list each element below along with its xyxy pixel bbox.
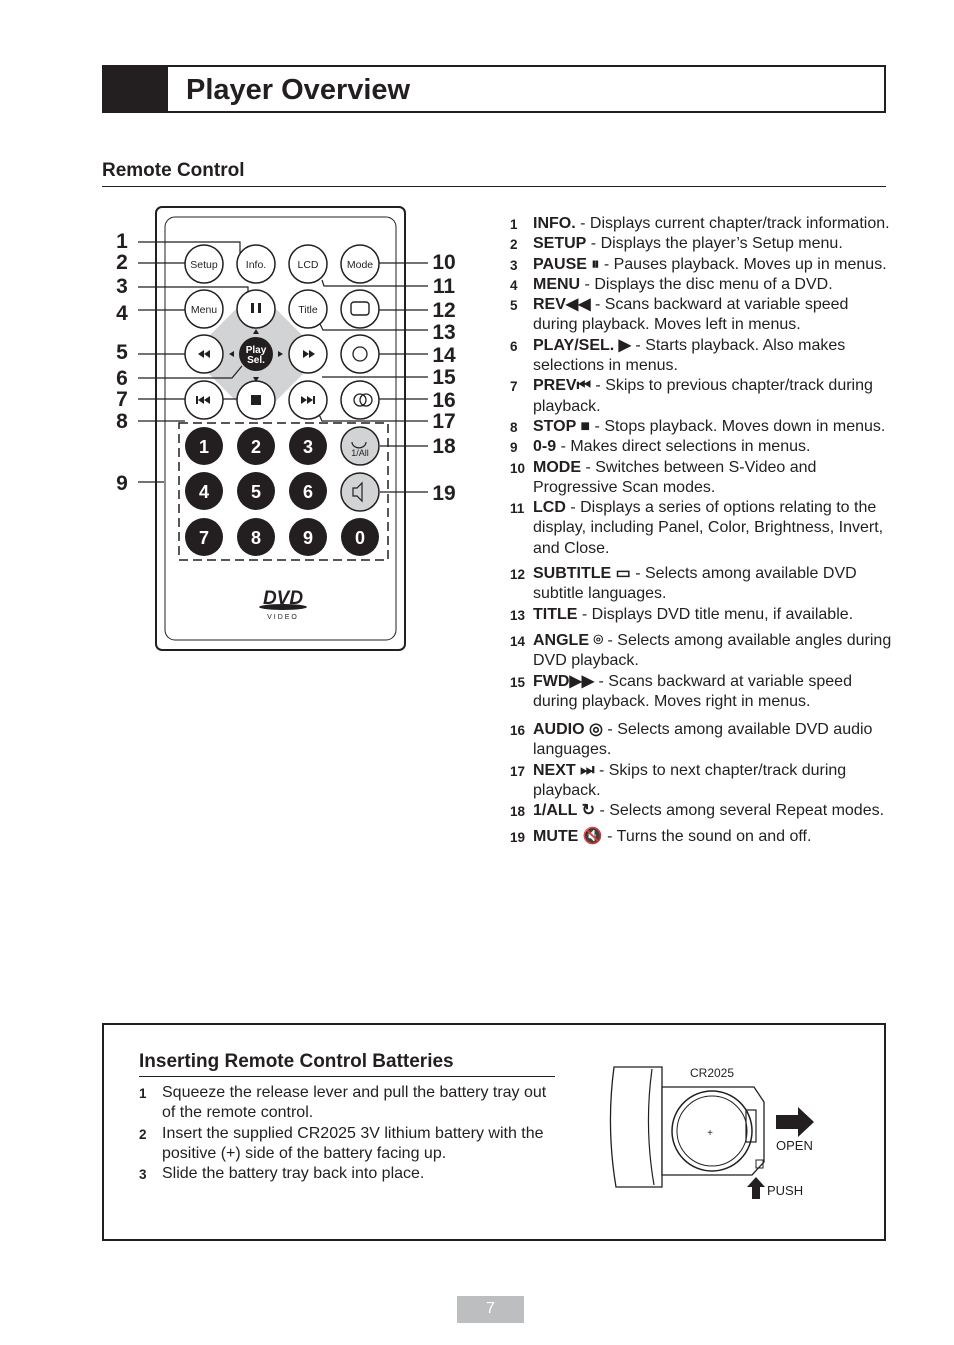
page-number: 7 — [457, 1296, 524, 1323]
digit-1: 1 — [199, 437, 209, 457]
audio-icon: ◎ — [584, 721, 603, 739]
callout-9: 9 — [116, 472, 128, 495]
callout-4: 4 — [116, 302, 128, 325]
callout-17: 17 — [432, 410, 455, 433]
sel-key-label: Sel. — [247, 355, 265, 366]
callout-5: 5 — [116, 341, 128, 364]
section-title: Remote Control — [102, 160, 886, 187]
battery-title: Inserting Remote Control Batteries — [139, 1051, 555, 1077]
title-key-label: Title — [298, 304, 318, 316]
callout-16: 16 — [432, 389, 455, 412]
angle-icon: ⌾ — [589, 631, 604, 649]
mute-icon: 🔇 — [578, 827, 603, 845]
digit-0: 0 — [355, 528, 365, 548]
battery-tray-diagram: + CR2025 OPEN PUSH — [609, 1066, 814, 1199]
callout-13: 13 — [432, 321, 455, 344]
callout-12: 12 — [432, 299, 455, 322]
callout-19: 19 — [432, 482, 455, 505]
digit-2: 2 — [251, 437, 261, 457]
push-label: PUSH — [767, 1183, 803, 1198]
callout-10: 10 — [432, 251, 455, 274]
open-arrow-icon — [776, 1107, 814, 1137]
subtitle-icon: ▭ — [611, 565, 631, 583]
setup-key-label: Setup — [190, 259, 218, 271]
callout-15: 15 — [432, 366, 456, 389]
rewind-icon: ◀◀ — [565, 296, 591, 314]
callout-3: 3 — [116, 275, 128, 298]
callout-11: 11 — [433, 275, 456, 298]
menu-key-label: Menu — [191, 304, 217, 316]
callout-18: 18 — [432, 435, 456, 458]
callout-8: 8 — [116, 410, 128, 433]
digit-3: 3 — [303, 437, 313, 457]
digit-5: 5 — [251, 482, 261, 502]
digit-4: 4 — [199, 482, 209, 502]
digit-9: 9 — [303, 528, 313, 548]
play-icon: ▶ — [614, 336, 631, 354]
next-icon: ⏭ — [575, 761, 595, 779]
callout-7: 7 — [116, 388, 128, 411]
page-header: Player Overview — [102, 65, 886, 113]
digit-6: 6 — [303, 482, 313, 502]
push-arrow-icon — [747, 1177, 765, 1199]
play-key-label: Play — [246, 345, 267, 356]
repeat-key-label: 1/All — [351, 448, 369, 458]
header-block — [104, 67, 168, 111]
pause-icon: ⏸ — [586, 255, 600, 273]
dvd-video-label: VIDEO — [267, 614, 299, 621]
page-title: Player Overview — [186, 74, 411, 106]
callout-1: 1 — [116, 230, 128, 253]
digit-7: 7 — [199, 528, 209, 548]
mode-key-label: Mode — [347, 259, 373, 271]
stop-icon: ■ — [575, 417, 591, 435]
plus-label: + — [707, 1128, 713, 1139]
digit-8: 8 — [251, 528, 261, 548]
previous-icon: ⏮ — [576, 377, 591, 395]
fast-forward-icon: ▶▶ — [569, 672, 595, 690]
repeat-icon: ↻ — [577, 802, 596, 820]
model-label: CR2025 — [690, 1066, 734, 1080]
info-key-label: Info. — [246, 259, 266, 271]
lcd-key-label: LCD — [297, 259, 318, 271]
callout-2: 2 — [116, 251, 128, 274]
callout-6: 6 — [116, 367, 128, 390]
dvd-logo: DVD — [263, 588, 303, 609]
callout-14: 14 — [432, 344, 456, 367]
remote-control-diagram: Setup Info. LCD Mode Menu Title Play Sel… — [116, 206, 456, 651]
open-label: OPEN — [776, 1138, 813, 1153]
